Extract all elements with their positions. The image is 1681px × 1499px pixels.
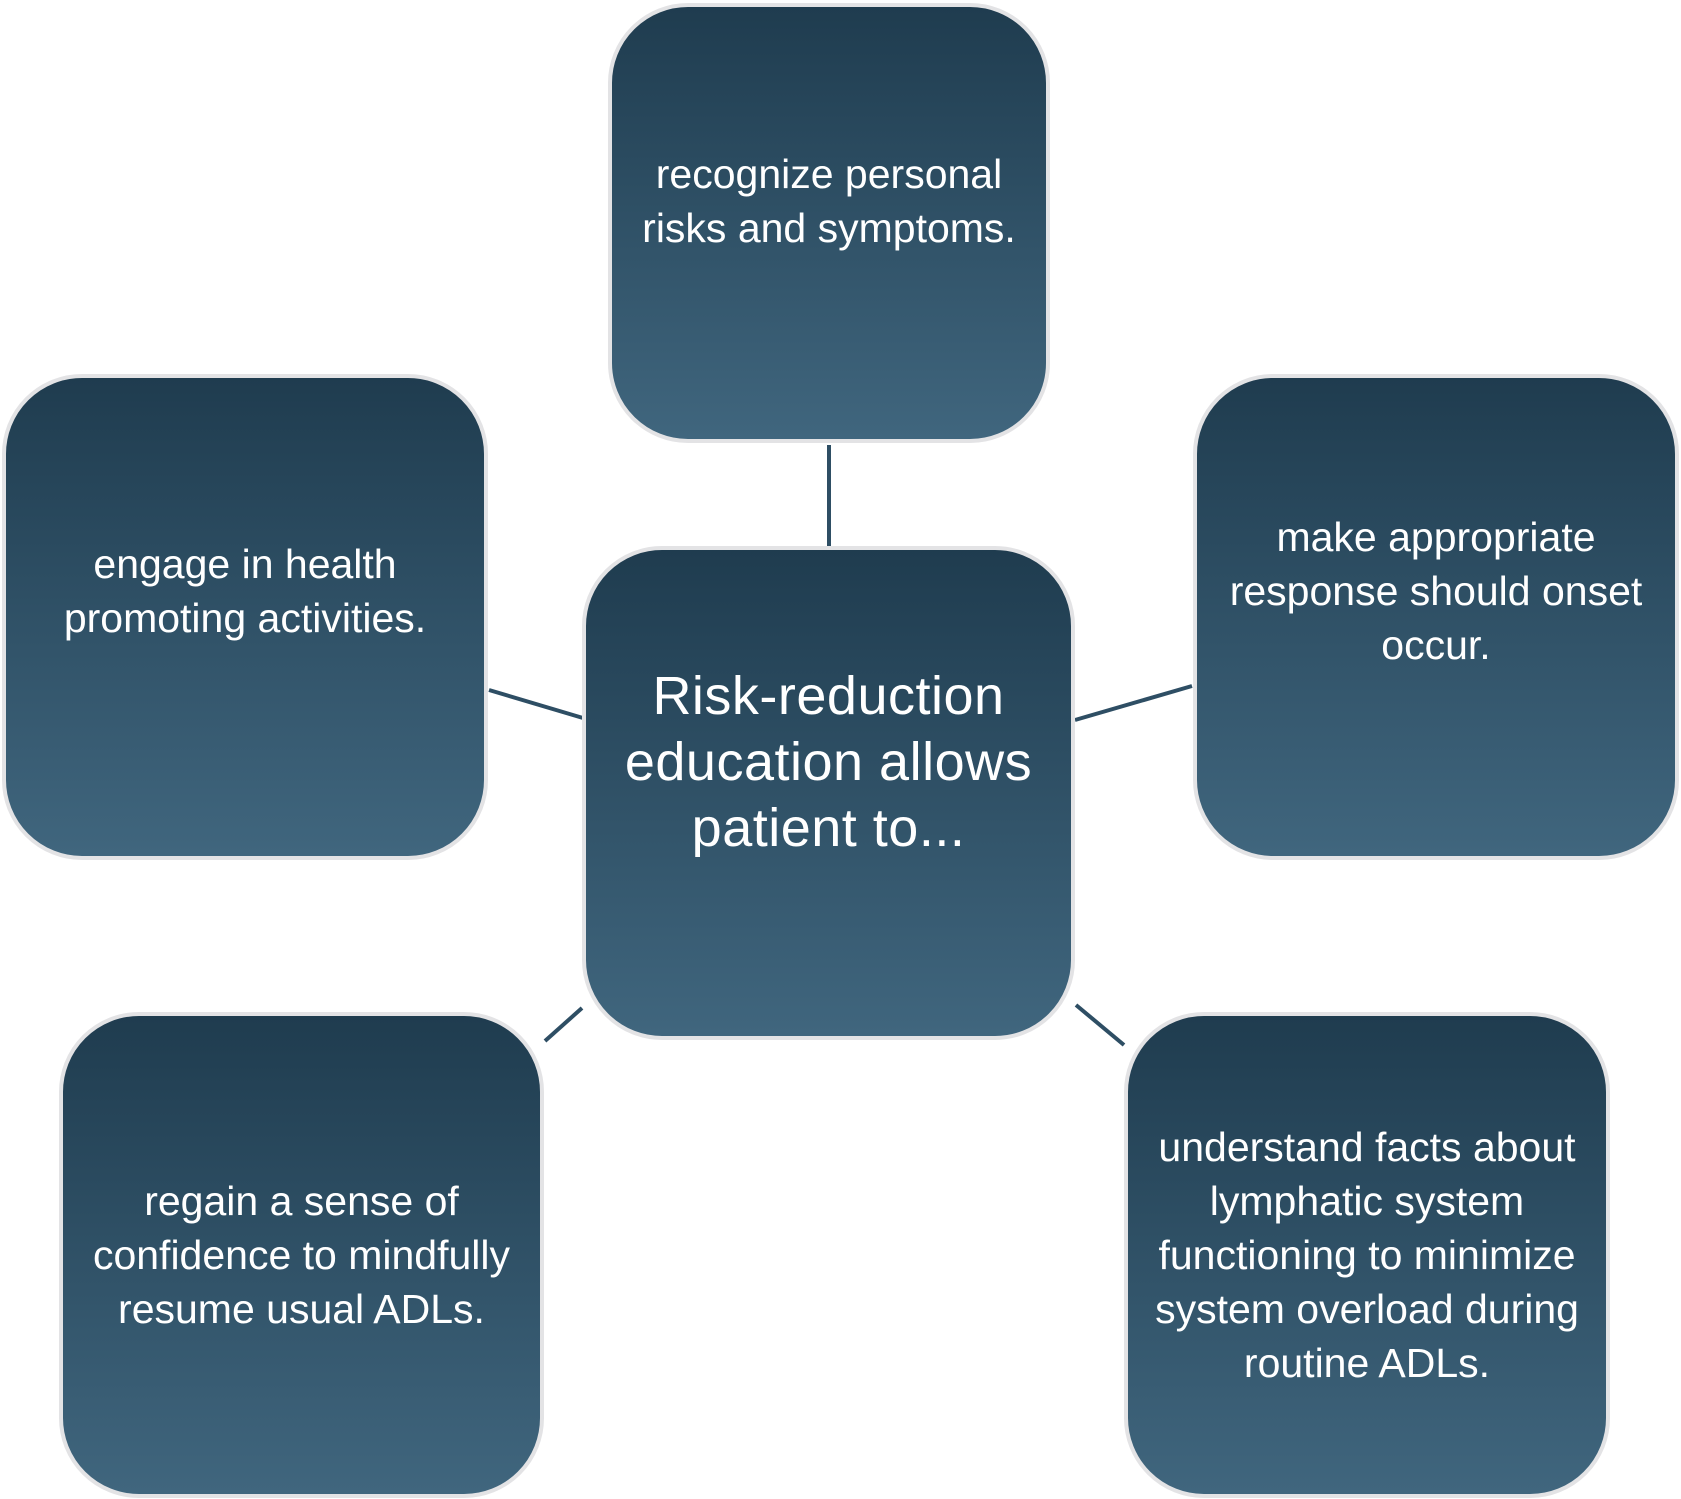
connector-left: [488, 688, 584, 720]
spoke-node-recognize-risks: recognize personal risks and symptoms.: [608, 3, 1050, 443]
center-label: Risk-reduction education allows patient …: [624, 666, 1033, 858]
spoke-node-regain-confidence: regain a sense of confidence to mindfull…: [59, 1012, 544, 1498]
connector-bottom-left: [543, 1006, 584, 1043]
spoke-label: recognize personal risks and symptoms.: [642, 151, 1016, 251]
spoke-node-health-activities: engage in health promoting activities.: [2, 374, 488, 860]
center-node: Risk-reduction education allows patient …: [582, 546, 1075, 1040]
spoke-label: engage in health promoting activities.: [63, 541, 427, 641]
spoke-node-appropriate-response: make appropriate response should onset o…: [1193, 374, 1679, 860]
connector-bottom-right: [1074, 1003, 1126, 1047]
spoke-label: regain a sense of confidence to mindfull…: [92, 1178, 511, 1332]
spoke-label: make appropriate response should onset o…: [1229, 514, 1643, 668]
spoke-node-lymphatic-facts: understand facts about lymphatic system …: [1124, 1012, 1610, 1498]
connector-right: [1074, 684, 1193, 722]
spoke-label: understand facts about lymphatic system …: [1155, 1124, 1579, 1386]
